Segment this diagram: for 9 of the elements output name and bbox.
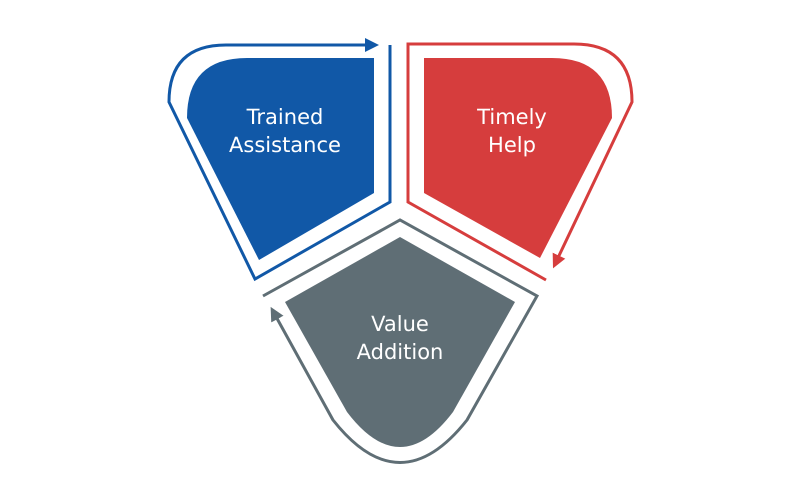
arrow bbox=[406, 42, 634, 282]
arrow bbox=[262, 218, 538, 464]
node-label: Timely Help bbox=[477, 104, 547, 159]
shield-shape bbox=[424, 58, 612, 258]
node-label: Value Addition bbox=[356, 311, 444, 366]
arrow bbox=[168, 38, 392, 280]
shield-shape bbox=[187, 58, 374, 260]
node-label: Trained Assistance bbox=[229, 104, 341, 159]
shield-shape bbox=[285, 237, 515, 447]
